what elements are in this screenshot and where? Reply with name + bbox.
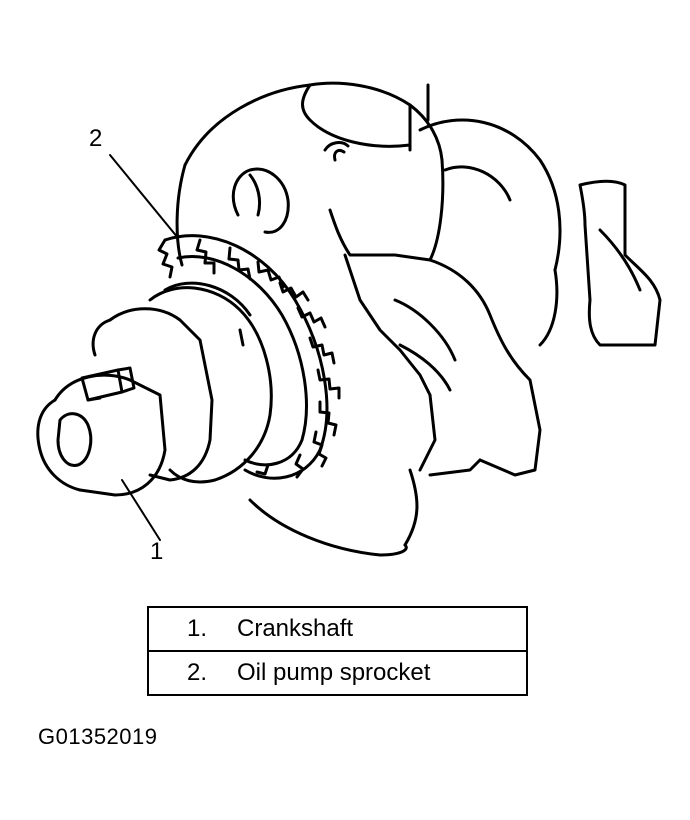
legend-cell: 1. Crankshaft [147,606,528,652]
legend-label: Crankshaft [237,615,354,642]
figure-id: G01352019 [38,724,158,749]
callout-1-leader [121,479,161,541]
callout-2-label: 2 [89,125,103,152]
oil-pump-sprocket [157,234,341,480]
legend-cell: 2. Oil pump sprocket [147,650,528,696]
legend-number: 1. [187,615,208,642]
legend-table: 1. Crankshaft 2. Oil pump sprocket [147,606,528,696]
legend-number: 2. [187,659,208,686]
legend-label: Oil pump sprocket [237,659,431,686]
callout-1-label: 1 [150,538,164,565]
legend-row: 2. Oil pump sprocket [147,650,528,696]
crankshaft-illustration [36,81,662,557]
counterweight-right [578,179,662,347]
legend-row: 1. Crankshaft [147,606,528,652]
crank-body [248,118,562,557]
callout-2-leader [109,154,179,239]
crankshaft [36,281,273,497]
